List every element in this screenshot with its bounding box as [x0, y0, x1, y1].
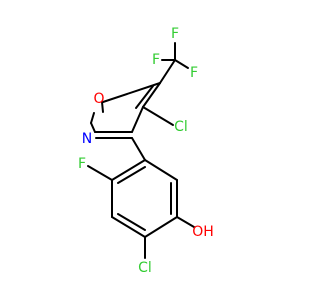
- bond-o-n-blue: [90, 122, 96, 133]
- atom-f-aryl: F: [78, 156, 86, 172]
- bond-ring-aryl: [131, 137, 146, 161]
- bond-c1-c2: [144, 159, 178, 181]
- bond-c5-o: [102, 82, 161, 103]
- bond-c4-c5: [111, 216, 146, 238]
- atom-f-right: F: [190, 65, 198, 81]
- bond-aryl-oh: [176, 216, 195, 228]
- bond-c4-c5-inner: [135, 85, 154, 109]
- bond-c4-c5: [142, 82, 161, 108]
- molecule-structure-canvas: F F F O N Cl F OH Cl: [78, 26, 214, 276]
- bond-o-segment: [101, 101, 104, 113]
- bond-o-n: [90, 112, 95, 124]
- atom-f-left: F: [152, 52, 160, 68]
- atom-o-ring: O: [93, 91, 104, 107]
- atom-cl-ring: Cl: [174, 119, 188, 135]
- bond-c3-c4: [144, 216, 178, 238]
- atom-n-ring: N: [82, 131, 92, 147]
- bond-c6-c1: [111, 159, 146, 181]
- bond-c3-c4: [131, 106, 144, 133]
- bond-c4-cl: [142, 106, 174, 126]
- molecule-structure: F F F O N Cl F OH Cl: [78, 26, 214, 276]
- bond-c6-c1-inner: [117, 166, 146, 184]
- bond-cf3-ring: [159, 59, 176, 84]
- bond-aryl-f: [87, 165, 113, 181]
- atom-f-top: F: [171, 26, 179, 42]
- atom-oh: OH: [192, 224, 214, 240]
- atom-cl-aryl: Cl: [138, 260, 152, 276]
- bond-c4-c5-inner: [117, 213, 146, 231]
- bond-c-f-right: [174, 59, 189, 69]
